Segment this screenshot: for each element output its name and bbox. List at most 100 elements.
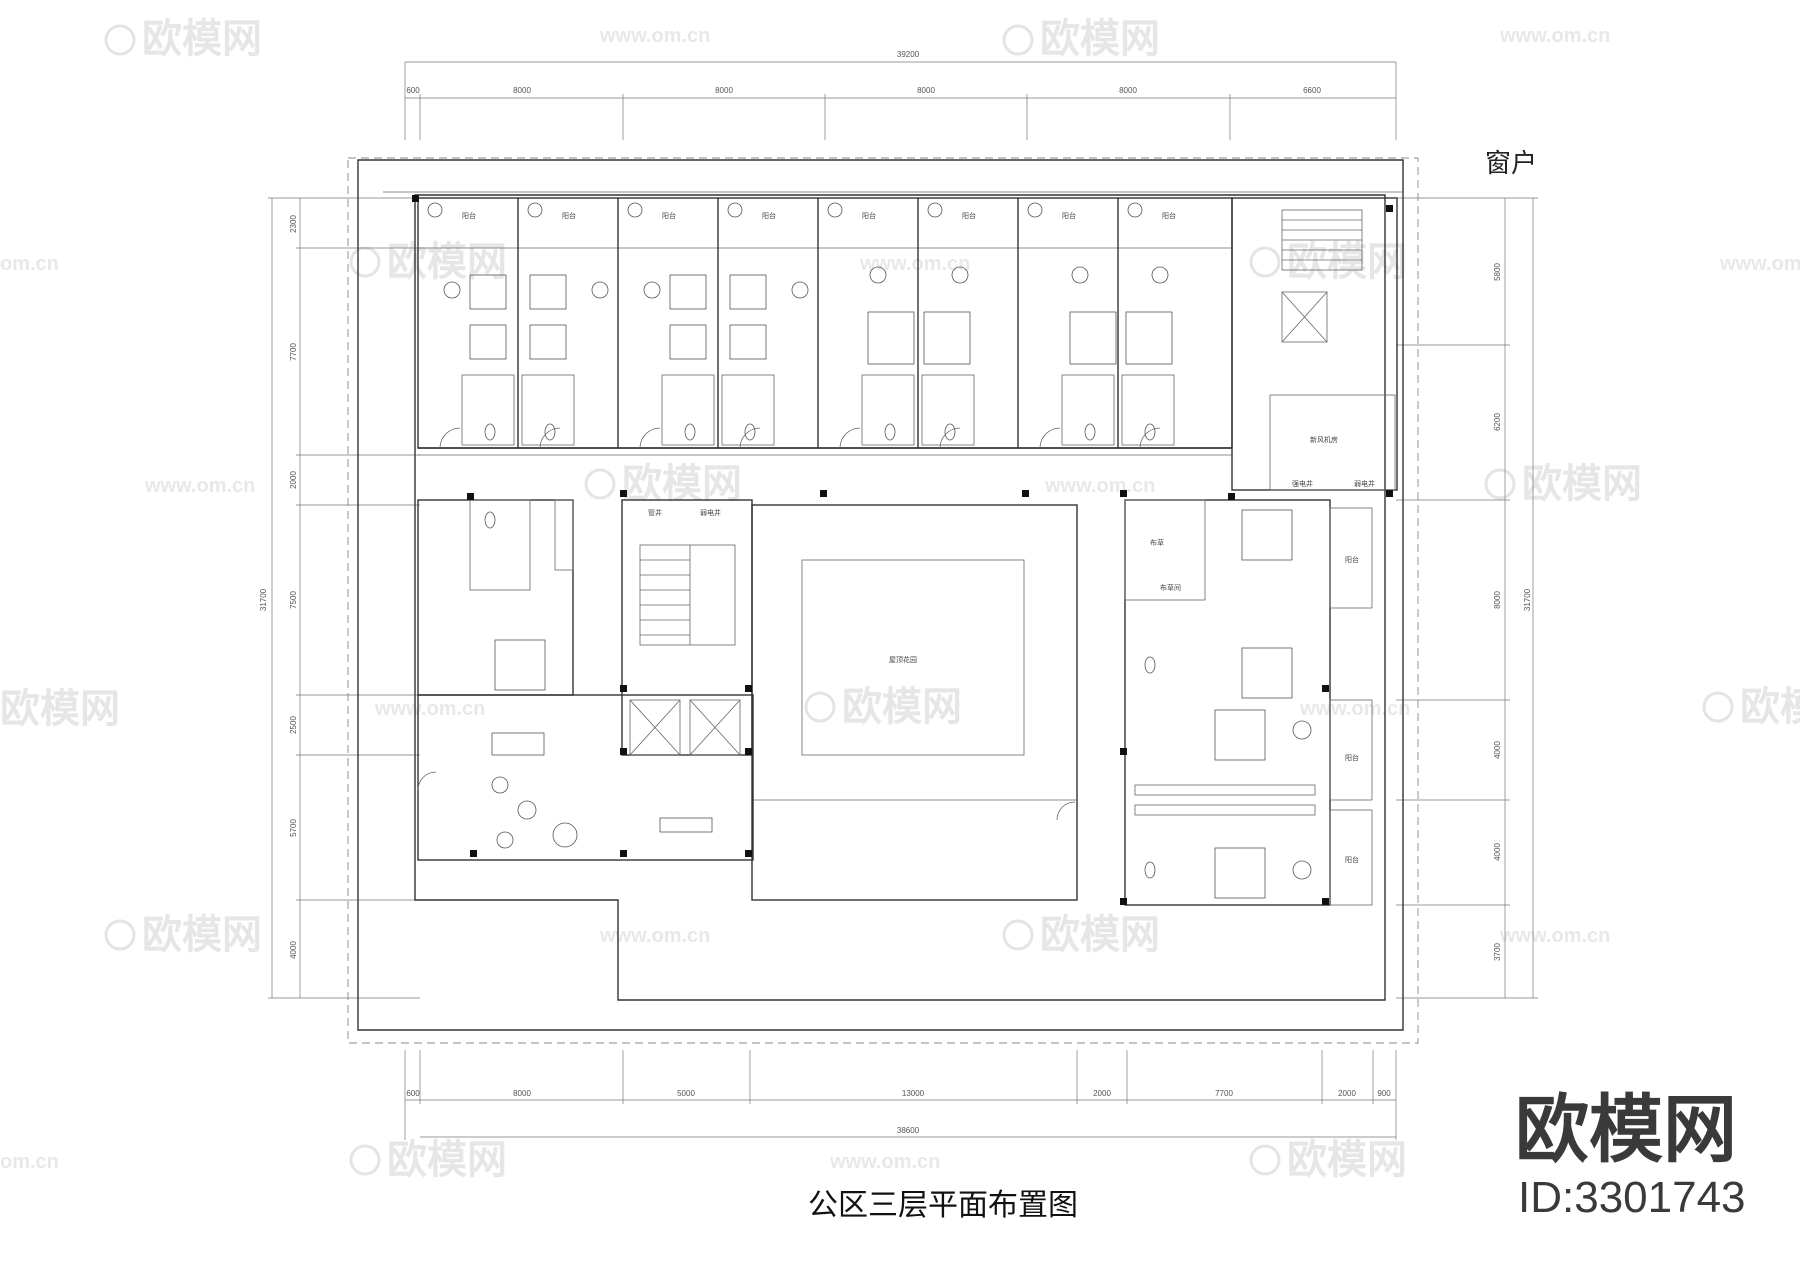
chair-icon — [491, 776, 578, 849]
storage-label: 布草间 — [1160, 583, 1181, 592]
dim-top-seg: 6600 — [1303, 86, 1321, 95]
balcony-label: 阳台 — [1345, 753, 1359, 762]
dimension-top: 39200 600 8000 8000 8000 8000 6600 — [404, 50, 1397, 140]
right-suites: 布草 布草间 阳台 阳台 阳台 — [1124, 499, 1373, 906]
watermark-text: 欧模网 — [1287, 239, 1407, 285]
chair-icon — [427, 202, 1169, 299]
balcony-label: 阳台 — [762, 211, 776, 220]
watermark-text: 欧模网 — [1040, 16, 1160, 62]
watermark-url: www.om.cn — [599, 925, 710, 947]
toilet-icon — [1144, 656, 1156, 879]
watermark-url: om.cn — [0, 253, 59, 275]
watermark-url: www.om.cn — [374, 698, 485, 720]
drawing-title: 公区三层平面布置图 — [808, 1188, 1078, 1223]
watermark-logo-icon: 欧模网 — [104, 16, 262, 62]
balcony-label: 阳台 — [962, 211, 976, 220]
stair-core-northeast: 新风机房 强电井 弱电井 — [1231, 197, 1398, 491]
toilet-icon — [484, 511, 496, 529]
watermark-logo-icon: 欧模网 — [349, 239, 507, 285]
dim-left-seg: 2300 — [289, 215, 298, 233]
dim-bottom-total: 38600 — [897, 1126, 920, 1135]
stairs-icon — [1282, 219, 1362, 261]
watermark-logo-icon: 欧模网 — [1249, 1137, 1407, 1183]
dim-left-seg: 2000 — [289, 471, 298, 489]
bed-icon — [1214, 509, 1293, 899]
bed-icon — [494, 639, 546, 691]
watermark-text: 欧模网 — [387, 239, 507, 285]
dim-left-seg: 4000 — [289, 941, 298, 959]
watermark-text: 欧模网 — [1740, 684, 1800, 730]
brand-name: 欧模网 — [1515, 1087, 1737, 1173]
elevator-icon — [629, 699, 741, 756]
dim-top-seg: 8000 — [715, 86, 733, 95]
dim-top-seg: 8000 — [917, 86, 935, 95]
dim-left-seg: 7700 — [289, 343, 298, 361]
watermark-text: 欧模网 — [387, 1137, 507, 1183]
dim-bottom-seg: 8000 — [513, 1089, 531, 1098]
watermark-url: www.om.cn — [1044, 475, 1155, 497]
watermark-text: 欧模网 — [0, 686, 120, 732]
site-boundary — [347, 157, 1419, 1044]
left-suite — [417, 499, 754, 861]
mechanical-room-label: 新风机房 — [1310, 435, 1338, 444]
brand-id: ID:3301743 — [1518, 1173, 1746, 1222]
watermark-logo-icon: 欧模网 — [1249, 239, 1407, 285]
toilet-icon — [484, 423, 1156, 441]
balcony-label: 阳台 — [1345, 855, 1359, 864]
door-swing-icon — [417, 427, 1161, 821]
dim-left-total: 31700 — [259, 588, 268, 611]
electrical-label: 强电井 — [1292, 479, 1313, 488]
dim-bottom-seg: 900 — [1377, 1089, 1391, 1098]
dim-right-seg: 3700 — [1493, 943, 1502, 961]
dim-top-total: 39200 — [897, 50, 920, 59]
dim-left-seg: 5700 — [289, 819, 298, 837]
chair-icon — [1292, 720, 1312, 880]
dim-left-seg: 7500 — [289, 591, 298, 609]
watermark-logo-icon: 欧模网 — [804, 684, 962, 730]
weak-electric-label: 弱电井 — [700, 508, 721, 517]
dimension-left: 31700 2300 7700 2000 7500 2500 5700 4000 — [259, 197, 420, 999]
watermark-layer: 欧模网 www.om.cn 欧模网 www.om.cn om.cn 欧模网 ww… — [0, 16, 1800, 1183]
brand-stamp: 欧模网 ID:3301743 — [1515, 1087, 1746, 1222]
dim-bottom-seg: 2000 — [1338, 1089, 1356, 1098]
watermark-url: www.om.cn — [1499, 25, 1610, 47]
stairs-icon — [639, 544, 736, 646]
dim-bottom-seg: 13000 — [902, 1089, 925, 1098]
weak-electric-label: 弱电井 — [1354, 479, 1375, 488]
watermark-url: www.om.cn — [144, 475, 255, 497]
balcony-label: 阳台 — [1345, 555, 1359, 564]
dim-right-seg: 8000 — [1493, 591, 1502, 609]
watermark-logo-icon: 欧模网 — [349, 1137, 507, 1183]
watermark-text: 欧模网 — [1522, 461, 1642, 507]
watermark-logo-icon: 欧模网 — [1002, 16, 1160, 62]
watermark-text: 欧模网 — [1287, 1137, 1407, 1183]
dim-right-seg: 6200 — [1493, 413, 1502, 431]
atrium-label: 屋顶花园 — [889, 655, 917, 664]
watermark-logo-icon: 欧模网 — [1002, 912, 1160, 958]
dim-top-seg: 8000 — [1119, 86, 1137, 95]
watermark-url: www.om.cn — [1499, 925, 1610, 947]
window-label: 窗户 — [1485, 149, 1537, 179]
atrium: 屋顶花园 — [751, 504, 1078, 901]
dim-right-seg: 4000 — [1493, 843, 1502, 861]
watermark-url: www.om.cn — [1299, 698, 1410, 720]
watermark-url: www.om.cn — [1719, 253, 1800, 275]
watermark-logo-icon: 欧模网 — [1484, 461, 1642, 507]
dim-left-seg: 2500 — [289, 716, 298, 734]
watermark-url: www.om.cn — [829, 1151, 940, 1173]
linen-label: 布草 — [1150, 538, 1164, 547]
balcony-label: 阳台 — [462, 211, 476, 220]
watermark-text: 欧模网 — [142, 912, 262, 958]
watermark-text: 欧模网 — [142, 16, 262, 62]
dim-bottom-seg: 2000 — [1093, 1089, 1111, 1098]
central-core: 管井 弱电井 — [621, 499, 753, 756]
watermark-url: www.om.cn — [859, 253, 970, 275]
dim-right-seg: 4000 — [1493, 741, 1502, 759]
dim-top-seg: 600 — [406, 86, 420, 95]
balcony-label: 阳台 — [862, 211, 876, 220]
balcony-label: 阳台 — [1162, 211, 1176, 220]
watermark-url: om.cn — [0, 1151, 59, 1173]
balcony-label: 阳台 — [662, 211, 676, 220]
dim-bottom-seg: 5000 — [677, 1089, 695, 1098]
